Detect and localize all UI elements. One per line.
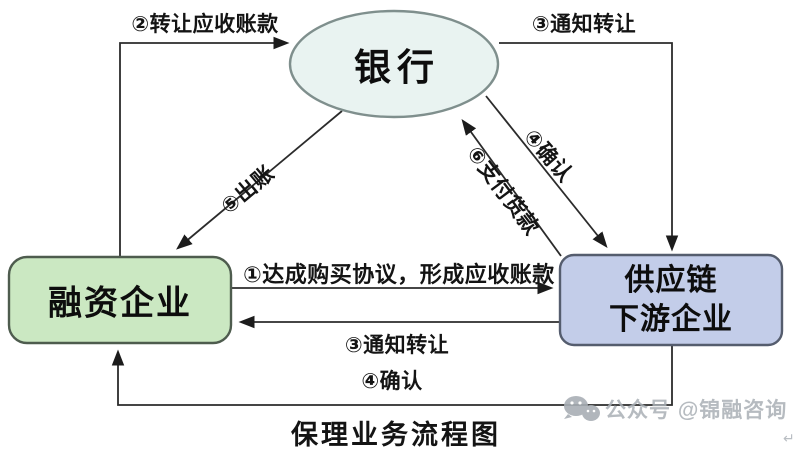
bank-node-shape xyxy=(288,9,500,119)
diagram-title: 保理业务流程图 xyxy=(291,420,501,450)
edge-notify-transfer-top-line xyxy=(499,42,679,252)
downstream-node-shape xyxy=(558,253,784,347)
financing-node-label: 融资企业 xyxy=(48,284,192,323)
edge-notify-transfer-top-label: ③通知转让 xyxy=(531,13,637,36)
watermark-text: 公众号 @锦融咨询 xyxy=(605,399,788,422)
bank-node-label: 银行 xyxy=(354,47,440,88)
downstream-node-label-line1: 供应链 xyxy=(624,264,718,297)
edge-assign-receivables-line xyxy=(119,36,290,257)
edge-notify-transfer-mid-label: ③通知转让 xyxy=(344,334,450,357)
financing-node-shape xyxy=(7,255,233,345)
edge-purchase-agreement-label: ①达成购买协议，形成应收账款 xyxy=(243,262,555,287)
edge-disburse-line xyxy=(176,110,343,250)
edge-pay-goods-line xyxy=(461,118,562,257)
wechat-icon xyxy=(564,396,600,421)
edge-confirm-bottom-line xyxy=(111,345,673,406)
corner-return-glyph: ↵ xyxy=(783,430,795,446)
edge-assign-receivables-label: ②转让应收账款 xyxy=(131,13,279,36)
edge-confirm-bottom-label: ④确认 xyxy=(361,370,423,393)
edge-confirm-diagonal-line xyxy=(485,95,608,248)
downstream-node-label-line2: 下游企业 xyxy=(609,303,733,336)
downstream-node-label: 供应链 下游企业 xyxy=(609,261,733,339)
